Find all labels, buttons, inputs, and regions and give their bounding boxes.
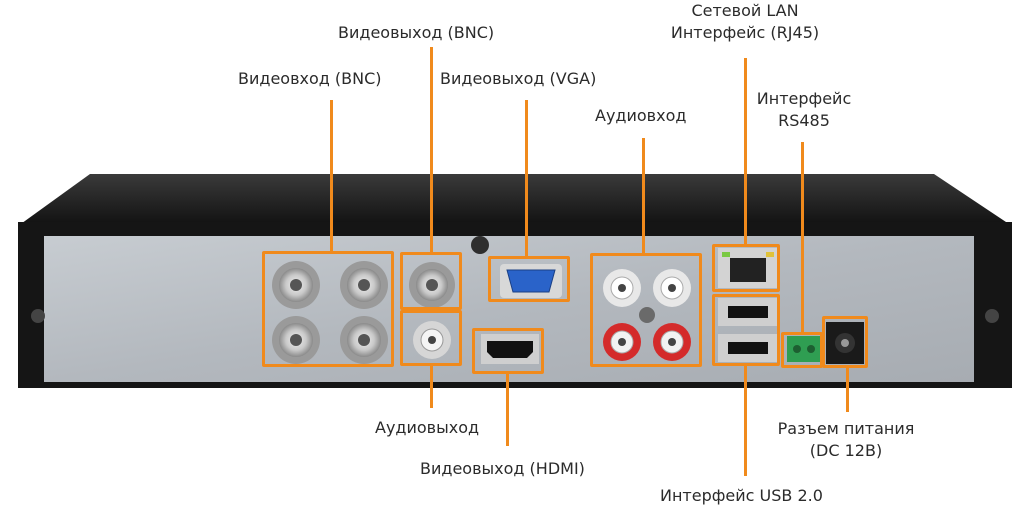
rj45-connector-icon (718, 248, 778, 288)
leader-lan (744, 58, 747, 245)
chassis-top (18, 174, 1012, 226)
label-video-out-bnc: Видеовыход (BNC) (338, 23, 495, 42)
leader-audio-out (430, 366, 433, 408)
label-lan-line1: Сетевой LAN (691, 1, 799, 20)
label-lan-line2: Интерфейс (RJ45) (670, 23, 820, 42)
highlight-hdmi (472, 328, 544, 374)
label-video-in-bnc: Видеовход (BNC) (238, 69, 382, 88)
power-jack-icon (826, 322, 864, 364)
highlight-usb (712, 294, 780, 366)
highlight-audio-in (590, 253, 702, 367)
highlight-video-in-bnc (262, 251, 394, 367)
highlight-rs485 (781, 332, 823, 368)
label-lan: Сетевой LAN Интерфейс (RJ45) (660, 0, 830, 44)
label-rs485-line1: Интерфейс (756, 89, 852, 108)
screw-icon (471, 236, 489, 254)
rca-connector-icon (653, 323, 691, 361)
label-power-line1: Разъем питания (777, 419, 915, 438)
rca-connector-icon (413, 321, 451, 359)
leader-audio-in (642, 138, 645, 254)
leader-usb (744, 366, 747, 476)
highlight-vga (488, 256, 570, 302)
leader-power (846, 368, 849, 412)
leader-rs485 (801, 142, 804, 333)
leader-video-out-bnc (430, 47, 433, 253)
vga-connector-icon (500, 264, 562, 298)
screw-icon (31, 309, 45, 323)
rca-connector-icon (603, 323, 641, 361)
rs485-terminal-icon (787, 336, 821, 362)
label-power: Разъем питания (DC 12В) (768, 418, 924, 462)
highlight-video-out-bnc (400, 252, 462, 310)
label-usb: Интерфейс USB 2.0 (660, 486, 823, 505)
label-audio-out: Аудиовыход (375, 418, 480, 437)
leader-hdmi (506, 374, 509, 446)
hdmi-connector-icon (481, 334, 539, 364)
screw-icon (639, 307, 655, 323)
label-power-line2: (DC 12В) (809, 441, 883, 460)
usb-port-icon (718, 298, 778, 326)
highlight-power (822, 316, 868, 368)
usb-port-icon (718, 334, 778, 362)
screw-icon (985, 309, 999, 323)
leader-vga (525, 100, 528, 257)
label-rs485-line2: RS485 (778, 111, 830, 130)
label-rs485: Интерфейс RS485 (748, 88, 860, 132)
bnc-connector-icon (272, 261, 320, 309)
bnc-connector-icon (340, 316, 388, 364)
leader-video-in-bnc (330, 100, 333, 252)
bnc-connector-icon (340, 261, 388, 309)
label-video-out-hdmi: Видеовыход (HDMI) (420, 459, 585, 478)
label-audio-in: Аудиовход (595, 106, 687, 125)
rca-connector-icon (653, 269, 691, 307)
bnc-connector-icon (272, 316, 320, 364)
rca-connector-icon (603, 269, 641, 307)
highlight-audio-out (400, 310, 462, 366)
highlight-rj45 (712, 244, 780, 292)
bnc-connector-icon (409, 262, 455, 308)
label-video-out-vga: Видеовыход (VGA) (440, 69, 597, 88)
